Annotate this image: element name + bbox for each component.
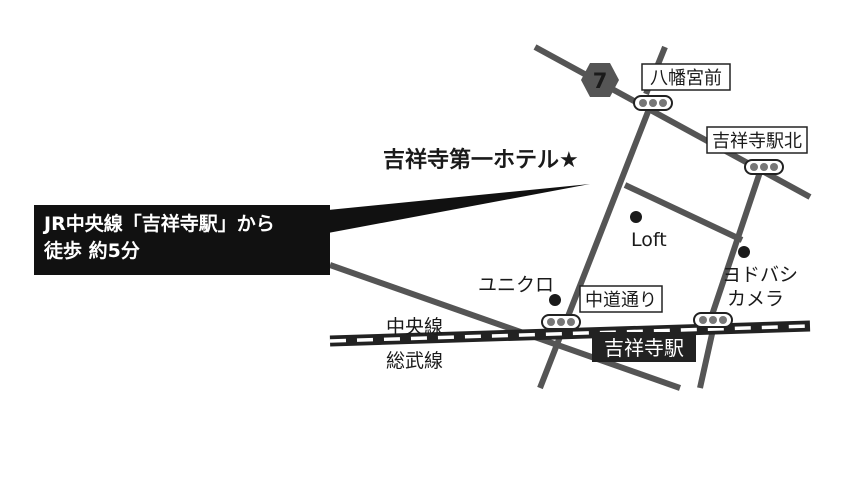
signal-label-nakamichi-text: 中道通り bbox=[585, 290, 657, 311]
uniqlo-label: ユニクロ bbox=[478, 274, 554, 296]
yodobashi-label-line2: カメラ bbox=[727, 288, 784, 310]
traffic-signal-hachiman bbox=[633, 95, 673, 111]
route-badge-number: 7 bbox=[593, 69, 608, 93]
route-badge-shape bbox=[581, 63, 619, 97]
railway-base bbox=[329, 320, 811, 347]
route-7-badge: 7 bbox=[581, 63, 619, 97]
signal-label-kitaguchi: 吉祥寺駅北 bbox=[706, 126, 808, 154]
road-west-diagonal bbox=[329, 262, 681, 391]
loft-label: Loft bbox=[631, 229, 667, 251]
station-label-text: 吉祥寺駅 bbox=[604, 336, 684, 360]
signal-label-hachiman-text: 八幡宮前 bbox=[650, 68, 722, 89]
loft-marker-icon bbox=[630, 211, 642, 223]
road-loft-cross bbox=[623, 182, 744, 243]
traffic-signal-kitaguchi bbox=[744, 159, 784, 175]
access-callout-line2: 徒歩 約5分 bbox=[44, 240, 140, 262]
destination-label: 吉祥寺第一ホテル★ bbox=[383, 147, 579, 173]
access-callout: JR中央線「吉祥寺駅」から 徒歩 約5分 bbox=[34, 205, 330, 275]
railway bbox=[329, 320, 811, 347]
traffic-signal-nakamichi bbox=[541, 314, 581, 330]
station-label: 吉祥寺駅 bbox=[592, 332, 696, 362]
yodobashi-marker-icon bbox=[738, 246, 750, 258]
callout-pointer bbox=[328, 184, 590, 233]
uniqlo-marker-icon bbox=[549, 294, 561, 306]
signal-label-hachiman: 八幡宮前 bbox=[641, 63, 731, 91]
railway-line-label-chuo: 中央線 bbox=[386, 316, 443, 338]
signal-label-nakamichi: 中道通り bbox=[579, 285, 663, 313]
road-east-vertical bbox=[709, 171, 763, 316]
road-main-vertical bbox=[537, 102, 654, 390]
traffic-signal-east bbox=[693, 312, 733, 328]
road-east-south bbox=[697, 324, 717, 389]
railway-line-label-sobu: 総武線 bbox=[386, 350, 443, 372]
signal-label-kitaguchi-text: 吉祥寺駅北 bbox=[712, 131, 802, 152]
access-callout-line1: JR中央線「吉祥寺駅」から bbox=[44, 213, 275, 235]
yodobashi-label-line1: ヨドバシ bbox=[722, 264, 798, 286]
